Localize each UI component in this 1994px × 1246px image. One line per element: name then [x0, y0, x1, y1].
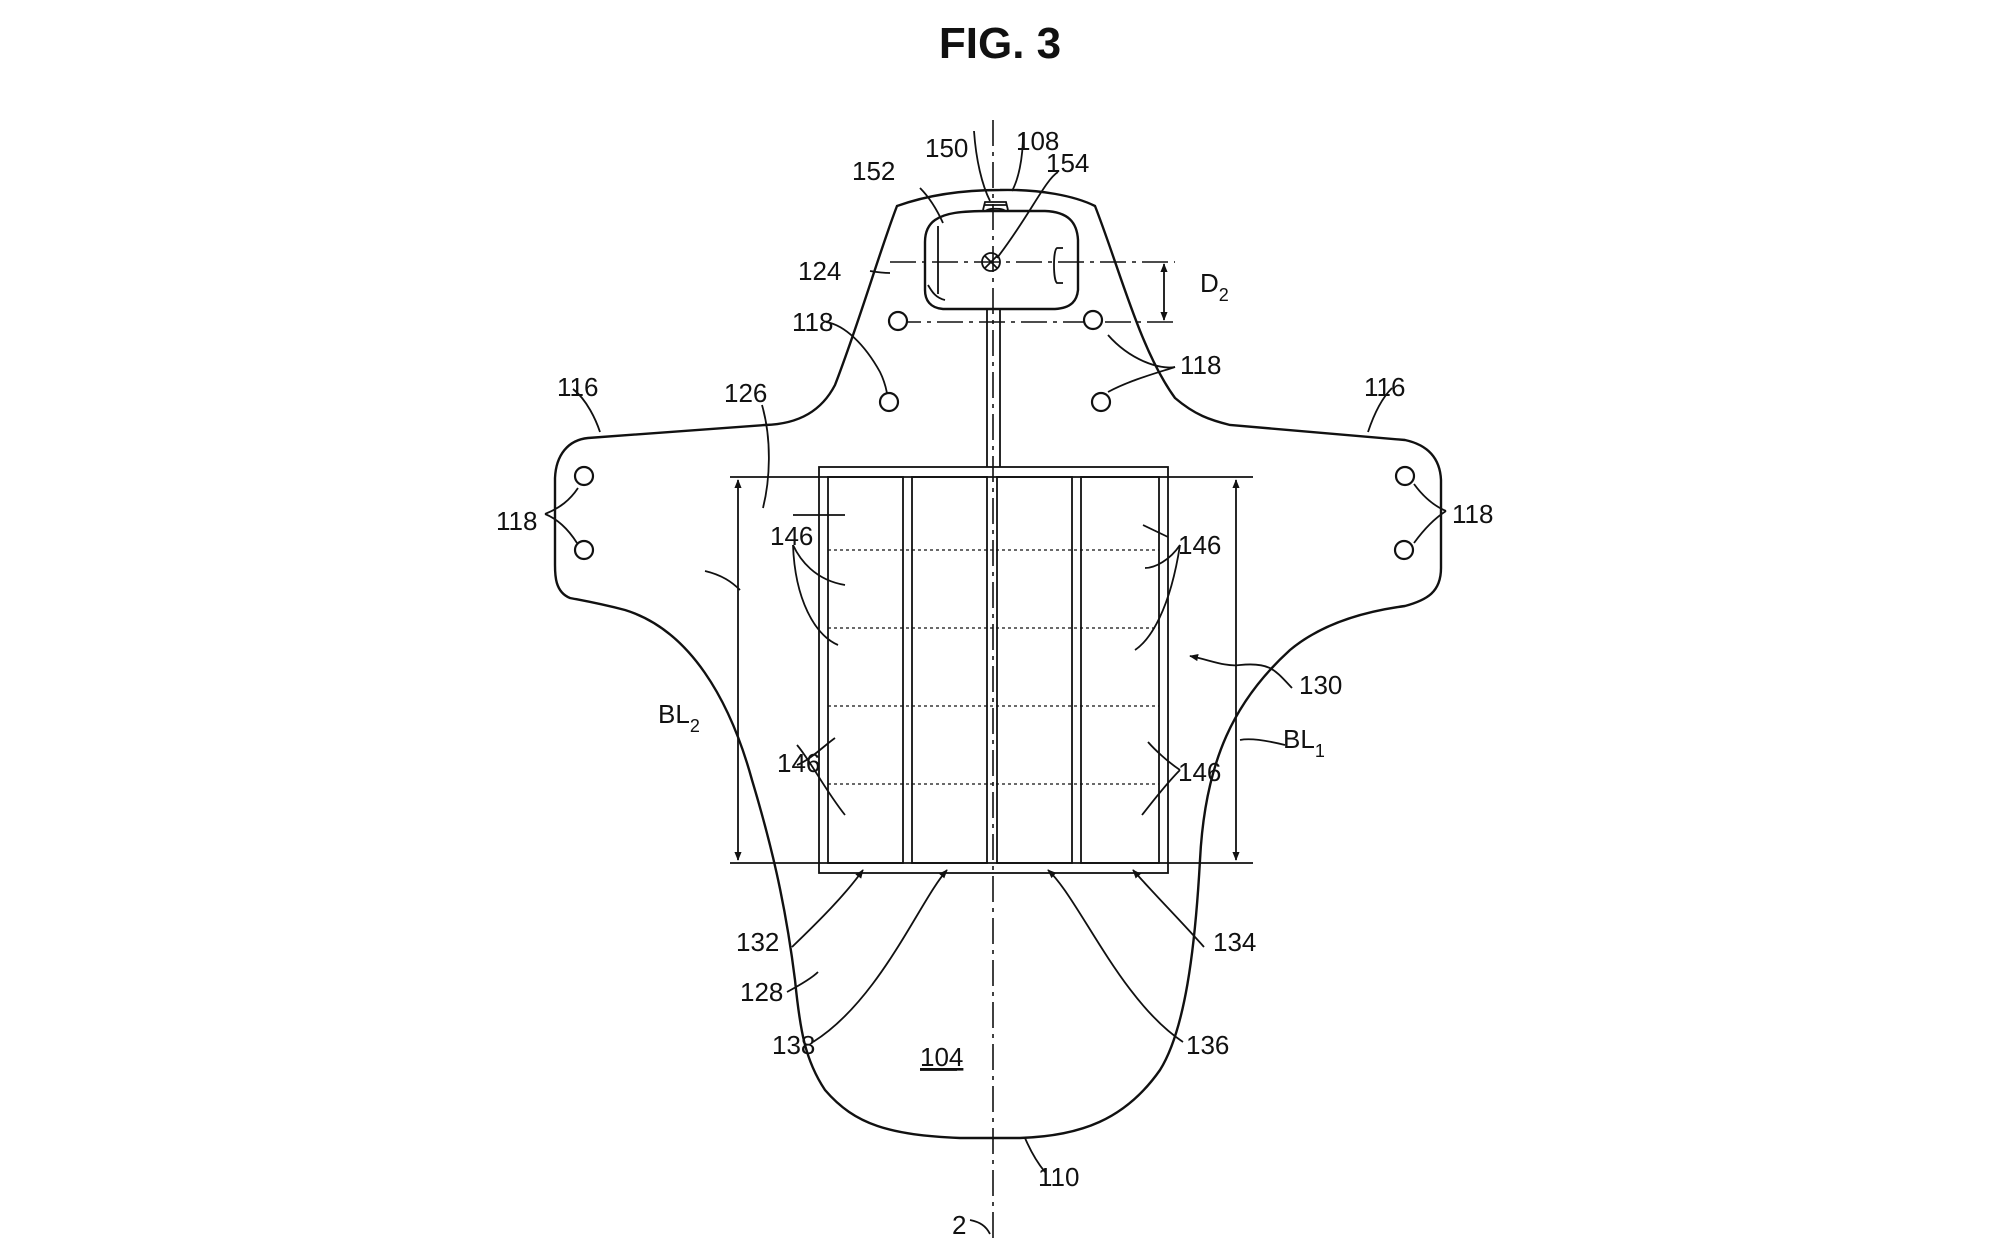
- housing-top-bump: [985, 207, 1006, 212]
- housing-bump-bottom: [927, 284, 946, 301]
- hole-118-upper-left: [887, 310, 909, 332]
- label-126: 126: [724, 378, 767, 408]
- label-134: 134: [1213, 927, 1256, 957]
- hole-118-left-top: [573, 465, 595, 487]
- hole-118-upper-right: [1082, 309, 1104, 331]
- label-118-upper-right: 118: [1180, 350, 1221, 380]
- column-2: [911, 476, 988, 864]
- hole-118-mid-right: [1090, 391, 1112, 413]
- label-118-left: 118: [496, 506, 537, 536]
- label-146-lower-right: 146: [1178, 757, 1221, 787]
- label-136: 136: [1186, 1030, 1229, 1060]
- panel-130-outer: [818, 466, 1169, 874]
- label-130: 130: [1299, 670, 1342, 700]
- top-notch: [982, 201, 1009, 211]
- label-128: 128: [740, 977, 783, 1007]
- label-150: 150: [925, 133, 968, 163]
- figure-title: FIG. 3: [939, 19, 1061, 68]
- hole-118-left-bottom: [573, 539, 595, 561]
- label-d2: D2: [1200, 268, 1229, 305]
- label-154: 154: [1046, 148, 1089, 178]
- label-146-upper-left: 146: [770, 521, 813, 551]
- housing-152: [923, 209, 1080, 311]
- label-bl2: BL2: [658, 699, 700, 736]
- column-1: [827, 476, 904, 864]
- device-body-outline: [553, 188, 1443, 1140]
- label-146-upper-right: 146: [1178, 530, 1221, 560]
- housing-slot: [1053, 247, 1063, 284]
- label-132: 132: [736, 927, 779, 957]
- column-4: [1080, 476, 1160, 864]
- label-118-right: 118: [1452, 499, 1493, 529]
- label-138: 138: [772, 1030, 815, 1060]
- label-116-left: 116: [557, 372, 598, 402]
- label-110: 110: [1038, 1162, 1079, 1192]
- hole-118-right-top: [1394, 465, 1416, 487]
- label-116-right: 116: [1364, 372, 1405, 402]
- label-152: 152: [852, 156, 895, 186]
- leader-lines: [544, 130, 1447, 1235]
- label-104: 104: [920, 1042, 963, 1072]
- hole-118-mid-left: [878, 391, 900, 413]
- label-146-lower-left: 146: [777, 748, 820, 778]
- column-3: [996, 476, 1073, 864]
- label-bl1: BL1: [1283, 724, 1325, 761]
- hole-118-right-bottom: [1393, 539, 1415, 561]
- label-124: 124: [798, 256, 841, 286]
- label-118-upper-left: 118: [792, 307, 833, 337]
- cell-dividers: [828, 549, 1159, 785]
- label-2: 2: [952, 1210, 966, 1240]
- label-108: 108: [1016, 126, 1059, 156]
